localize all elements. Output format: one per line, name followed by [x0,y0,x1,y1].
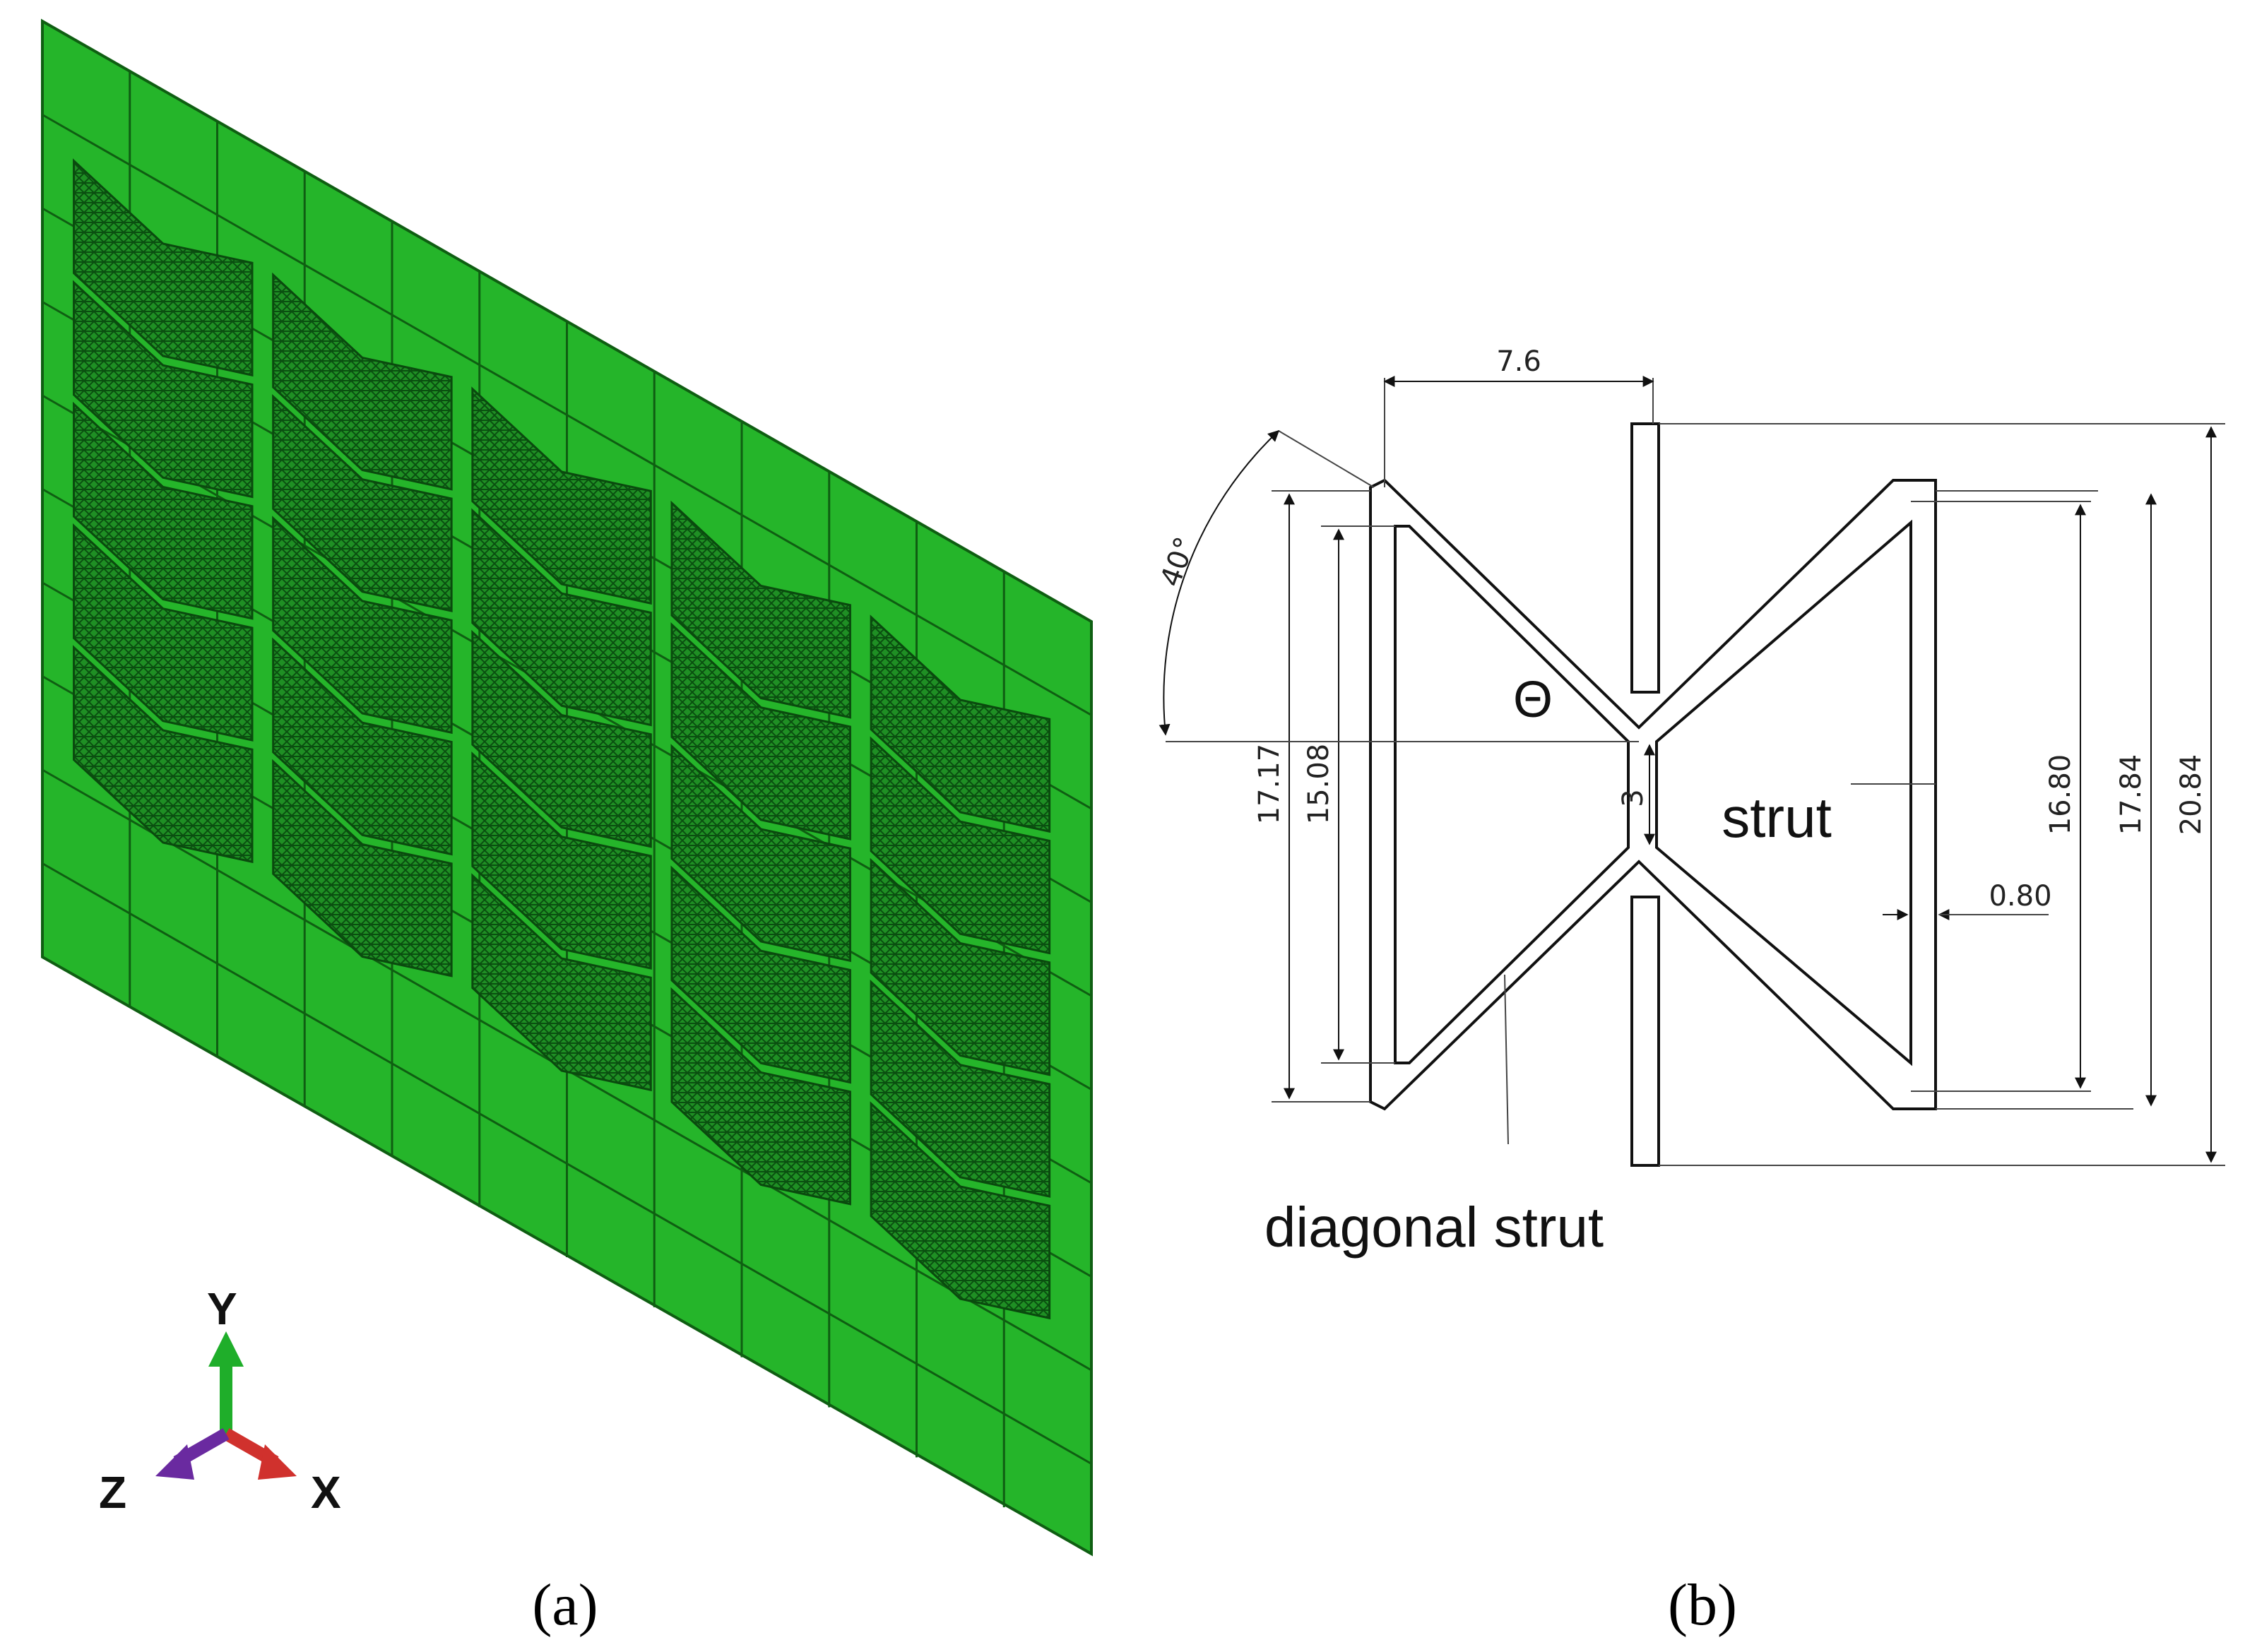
mesh-cell [670,865,851,1084]
mesh-cell [471,629,652,848]
panel-b: 7.6 40° 17.17 15.08 3 16.80 17.84 20.84 … [1154,345,2225,1638]
cell-right-cutout [1655,519,1912,1066]
strut-label: strut [1722,786,1832,849]
mesh-cell [272,272,453,491]
vertical-strut-top [1630,422,1660,694]
mesh-cell [73,523,254,742]
mesh-cell [670,622,851,840]
dim-outer-left: 17.17 [1253,744,1286,825]
x-axis-arrowhead [258,1444,297,1480]
mesh-cell [471,508,652,727]
cell-left-cutout [1394,525,1630,1064]
mesh-cell [471,873,652,1092]
dimension-lines [1159,376,2225,1166]
axis-label-z: Z [99,1467,126,1518]
mesh-cell [870,1101,1051,1320]
mesh-cell [73,280,254,499]
plate-grid-line [42,862,1092,1465]
mesh-cell [272,516,453,735]
panel-a: Y Z X (a) [41,18,1093,1638]
mesh-cell [73,645,254,864]
dim-inner-left: 15.08 [1303,744,1335,825]
lattice-mesh [73,158,1051,1320]
axis-label-y: Y [207,1283,237,1334]
dim-outer-right: 17.84 [2115,754,2148,836]
caption-a: (a) [532,1572,598,1638]
coordinate-triad: Y Z X [99,1283,341,1518]
plate-grid-line [42,114,1092,716]
mesh-cell [272,637,453,856]
mesh-cell [870,614,1051,833]
mesh-cell [471,751,652,970]
mesh-cell [73,401,254,620]
z-axis-arrowhead [155,1444,194,1480]
axis-label-x: X [311,1467,341,1518]
dim-total-height: 20.84 [2175,754,2208,836]
caption-b: (b) [1668,1572,1737,1638]
theta-label: Θ [1513,672,1553,728]
mesh-cell [272,759,453,977]
mesh-cell [870,736,1051,955]
dim-inner-right: 16.80 [2044,754,2077,836]
mesh-cell [670,987,851,1206]
mesh-cell [471,386,652,605]
mesh-cell [670,500,851,719]
mesh-cell [670,744,851,963]
diagonal-strut-label: diagonal strut [1264,1196,1604,1259]
vertical-strut-bottom [1630,896,1660,1167]
dim-gap: 3 [1617,789,1649,807]
y-axis-arrowhead [208,1331,244,1367]
mesh-cell [73,158,254,377]
mesh-cell [870,980,1051,1198]
dim-thickness: 0.80 [1989,880,2051,913]
dim-top-width: 7.6 [1496,345,1541,378]
dim-angle: 40° [1154,533,1202,590]
mesh-cell [870,857,1051,1076]
mesh-cell [272,394,453,612]
